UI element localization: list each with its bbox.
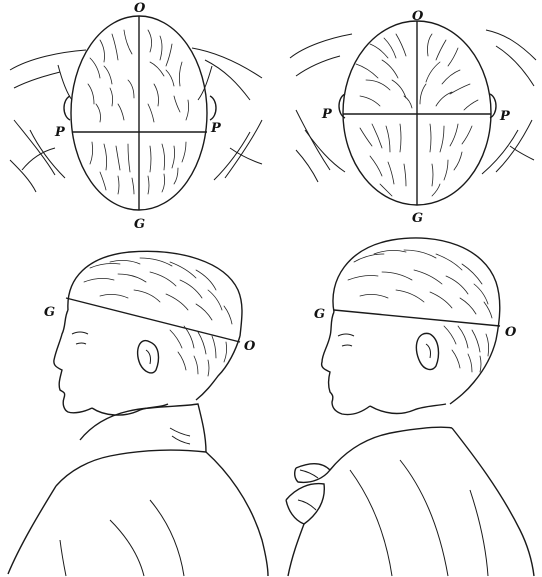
figure-top-right: O G P P <box>290 9 536 226</box>
figure-bottom-left: G O <box>8 251 268 576</box>
label-back-bottom-left: O <box>244 339 256 354</box>
label-front-bottom-left: G <box>44 305 55 320</box>
label-left-top-right: P <box>321 107 333 122</box>
label-front-bottom-right: G <box>314 307 325 322</box>
label-front-top-left: O <box>134 1 146 16</box>
figure-bottom-right: G O <box>286 238 534 576</box>
figure-top-left: O G P P <box>10 1 262 232</box>
label-back-top-right: G <box>412 211 423 226</box>
label-right-top-left: P <box>210 121 222 136</box>
label-back-bottom-right: O <box>505 325 517 340</box>
label-back-top-left: G <box>134 217 145 232</box>
label-left-top-left: P <box>54 125 66 140</box>
label-right-top-right: P <box>499 109 511 124</box>
label-front-top-right: O <box>412 9 424 24</box>
hair-strokes-bottom-right <box>348 250 492 372</box>
band-line-bottom-left <box>66 298 240 342</box>
